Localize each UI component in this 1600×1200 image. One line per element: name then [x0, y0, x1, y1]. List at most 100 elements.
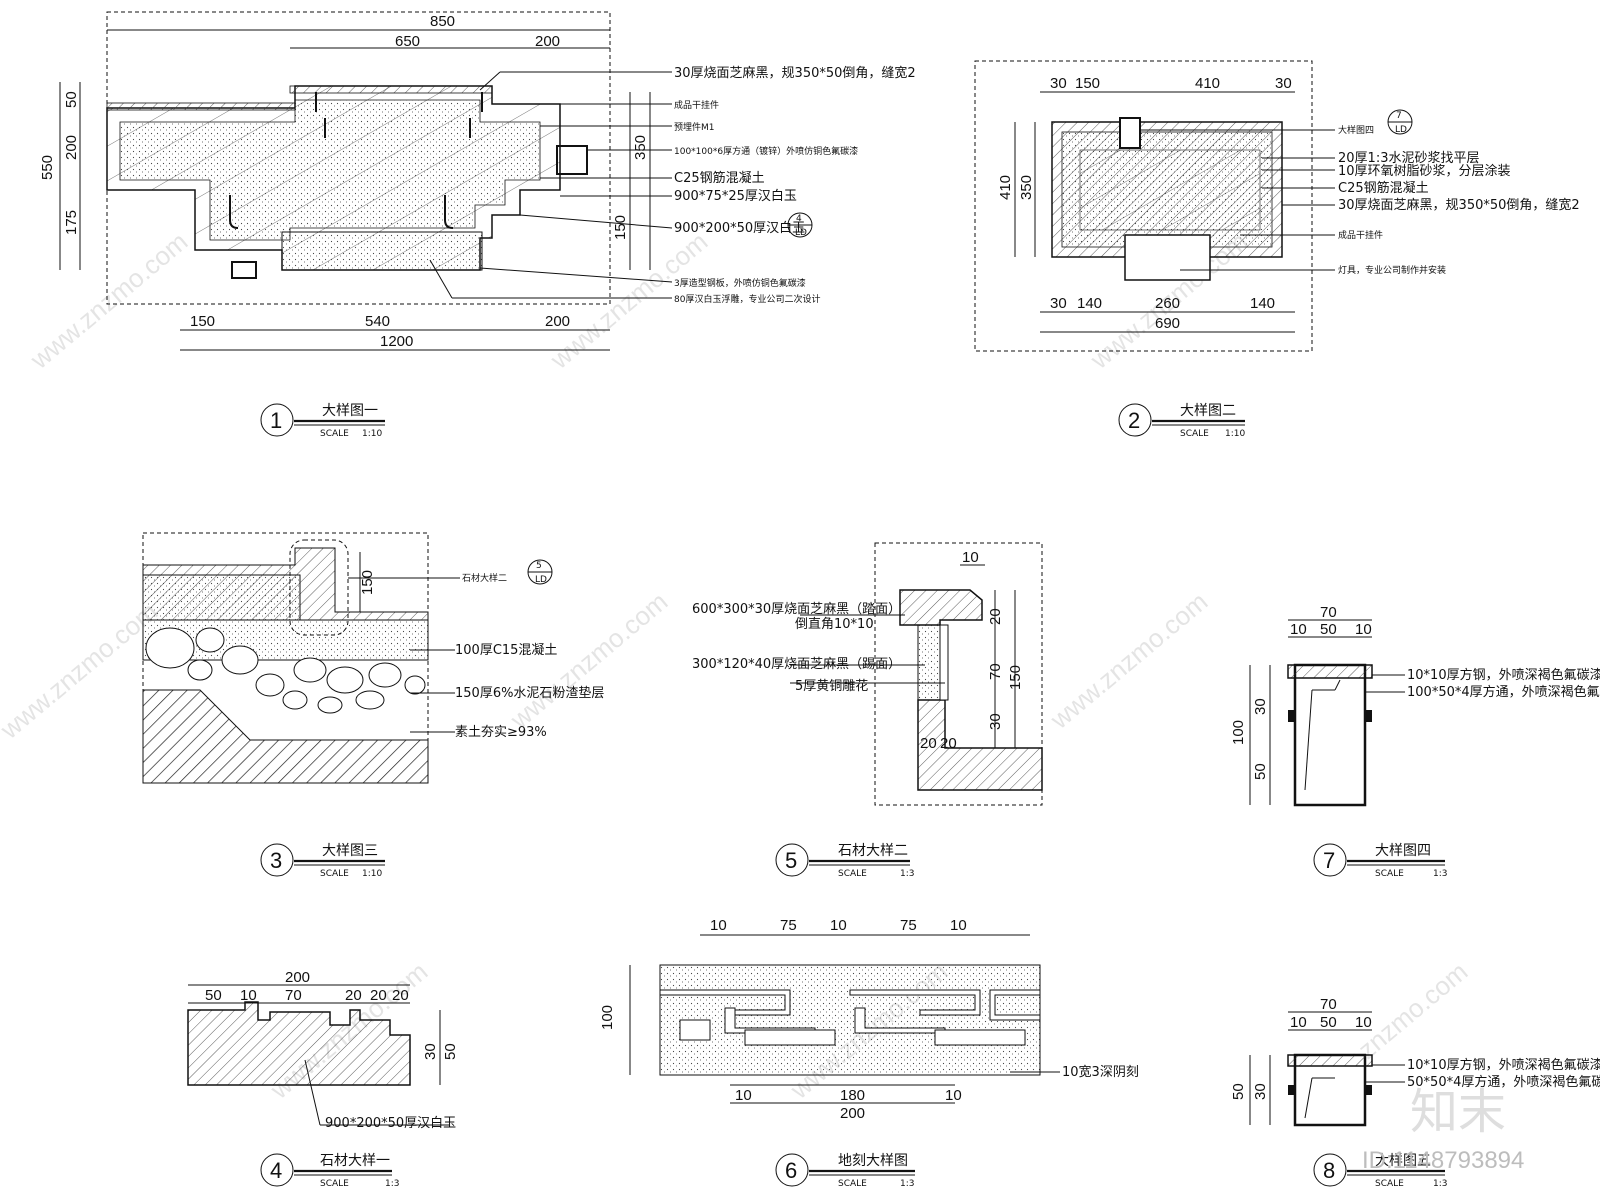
callout-number: 4: [796, 214, 802, 224]
dim-label: 150: [612, 215, 629, 240]
dim-label: 75: [780, 917, 797, 934]
note-text: 石材大样二: [462, 572, 507, 584]
dim-label: 20: [345, 987, 362, 1004]
dim-label: 410: [997, 175, 1014, 200]
dimension-lines: [1014, 91, 1295, 333]
side-bar-right: [1365, 1085, 1372, 1095]
note-text: 10宽3深阴刻: [1062, 1064, 1139, 1080]
detail-number-circle: [260, 1153, 294, 1187]
detail-title: 大样图四: [1375, 843, 1431, 859]
dim-label: 50: [1320, 621, 1337, 638]
tread-stone: [899, 589, 983, 626]
note-text: 大样图四: [1338, 124, 1374, 136]
note-text: 900*75*25厚汉白玉: [674, 188, 797, 204]
dim-label: 690: [1155, 315, 1180, 332]
dim-label: 30: [1050, 295, 1067, 312]
dim-label: 50: [1252, 763, 1269, 780]
dim-label: 650: [395, 33, 420, 50]
dim-label: 30: [1275, 75, 1292, 92]
dim-label: 10: [1290, 621, 1307, 638]
detail-3: 150 石材大样二 100厚C15混凝土 150厚6%水泥石粉渣垫层 素土夯实≥…: [142, 532, 604, 879]
note-text: C25钢筋混凝土: [1338, 180, 1429, 196]
dim-label: 200: [545, 313, 570, 330]
detail-number-circle: [1313, 1153, 1347, 1187]
dim-label: 10: [950, 917, 967, 934]
note-text: 成品干挂件: [674, 99, 719, 111]
callout-ref: LD: [795, 228, 807, 238]
dim-label: 10: [735, 1087, 752, 1104]
dim-label: 850: [430, 13, 455, 30]
detail-number: 5: [785, 848, 797, 873]
leader-lines: [348, 577, 460, 733]
scale-value: 1:10: [362, 869, 382, 879]
brass-inlay: [939, 624, 949, 701]
note-text: 80厚汉白玉浮雕，专业公司二次设计: [674, 293, 820, 305]
detail-number: 2: [1128, 408, 1140, 433]
detail-frame: [974, 60, 1313, 352]
detail-number-circle: [260, 403, 294, 437]
dim-label: 10: [1355, 621, 1372, 638]
dim-label: 70: [1320, 996, 1337, 1013]
note-text: 900*200*50厚汉白玉: [674, 220, 805, 236]
detail-title: 石材大样一: [320, 1153, 390, 1169]
scale-label: SCALE: [1375, 869, 1404, 879]
top-flange: [1287, 1054, 1373, 1067]
scale-value: 1:3: [900, 1179, 914, 1189]
leader-lines: [790, 614, 945, 684]
dim-label: 70: [1320, 604, 1337, 621]
dim-label: 30: [1050, 75, 1067, 92]
note-text: 3厚造型钢板，外喷仿铜色氟碳漆: [674, 277, 806, 289]
dim-label: 50: [63, 91, 80, 108]
steel-plate: [231, 261, 257, 279]
note-text: C25钢筋混凝土: [674, 170, 765, 186]
detail-4: 200 50 10 70 20 20 20 30 50 900*200*50厚汉…: [187, 969, 459, 1189]
detail-number: 7: [1323, 848, 1335, 873]
dimension-lines: [960, 564, 1016, 748]
note-text: 30厚烧面芝麻黑，规350*50倒角，缝宽2: [1338, 197, 1580, 213]
scale-value: 1:3: [385, 1179, 399, 1189]
note-text: 100厚C15混凝土: [455, 642, 557, 658]
dim-label: 20: [920, 735, 937, 752]
detail-number: 3: [270, 848, 282, 873]
dim-label: 200: [840, 1105, 865, 1122]
dim-label: 75: [900, 917, 917, 934]
note-text: 倒直角10*10: [795, 617, 874, 632]
dim-label: 30: [1252, 698, 1269, 715]
detail-5: 10 20 70 150 30 20 20 600*300*30厚烧面芝麻黑（踏…: [692, 542, 1043, 879]
stone-cap-left: [106, 102, 296, 111]
note-text: 预埋件M1: [674, 121, 715, 133]
detail-number-circle: [260, 843, 294, 877]
anchor-bolts: [229, 92, 483, 229]
note-text: 10*10厚方钢，外喷深褐色氟碳漆: [1407, 1057, 1600, 1073]
dim-label: 100: [1230, 720, 1247, 745]
leader-lines: [1140, 129, 1335, 271]
dim-label: 140: [1077, 295, 1102, 312]
steel-tube: [556, 145, 588, 175]
dim-label: 150: [359, 570, 376, 595]
detail-frame: [874, 542, 1043, 806]
dim-label: 100: [599, 1005, 616, 1030]
stone-cap-top: [289, 85, 493, 94]
callout-region: [289, 539, 349, 636]
dimension-lines: [1249, 619, 1372, 805]
note-text: 素土夯实≥93%: [455, 725, 547, 740]
scale-label: SCALE: [838, 869, 867, 879]
scale-value: 1:3: [900, 869, 914, 879]
dim-label: 550: [39, 155, 56, 180]
dim-label: 150: [190, 313, 215, 330]
side-bar-left: [1288, 1085, 1295, 1095]
watermark-logo: 知末: [1410, 1084, 1506, 1140]
dim-label: 175: [63, 210, 80, 235]
note-text: 600*300*30厚烧面芝麻黑（踏面）: [692, 601, 901, 617]
side-bar-left: [1288, 710, 1295, 722]
callout-number: 5: [536, 561, 542, 571]
dim-label: 1200: [380, 333, 413, 350]
callout-ref: LD: [535, 575, 547, 585]
watermark-text: www.znzmo.com: [24, 226, 193, 375]
detail-2: 30 150 410 30 410 350 30 140 260 140 690…: [974, 60, 1580, 439]
detail-title: 地刻大样图: [838, 1153, 908, 1169]
detail-number-circle: [775, 843, 809, 877]
detail-number: 1: [270, 408, 282, 433]
concrete-infill: [119, 99, 541, 241]
scale-value: 1:10: [1225, 429, 1245, 439]
